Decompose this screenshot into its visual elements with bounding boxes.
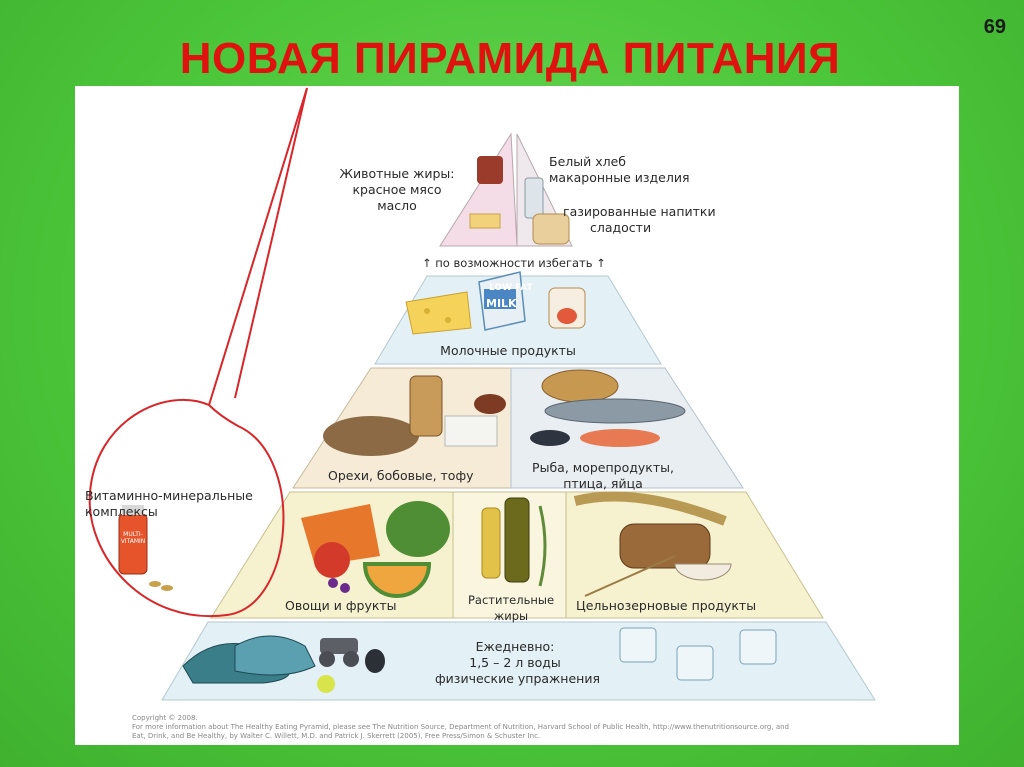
veg-label: Овощи и фрукты	[285, 598, 397, 613]
footer-copyright: Copyright © 2008.	[132, 714, 198, 722]
dairy-label: Молочные продукты	[440, 343, 576, 358]
vitamin-label: Витаминно-минеральные комплексы	[85, 488, 253, 519]
fish-label: Рыба, морепродукты, птица, яйца	[532, 460, 674, 491]
top-right-label-1: Белый хлеб макаронные изделия	[549, 154, 690, 185]
page-title: НОВАЯ ПИРАМИДА ПИТАНИЯ	[179, 34, 841, 83]
pyramid-canvas: Животные жиры: красное мясо масло Белый …	[75, 86, 959, 745]
top-left-label: Животные жиры: красное мясо масло	[339, 166, 455, 213]
avoid-label: ↑ по возможности избегать ↑	[422, 256, 606, 270]
multivitamin-text: MULTI-VITAMIN	[120, 531, 146, 545]
grains-label: Цельнозерновые продукты	[576, 598, 757, 613]
daily-label: Ежедневно: 1,5 – 2 л воды физические упр…	[435, 639, 600, 686]
slide-number: 69	[983, 16, 1006, 38]
vitamin-callout-outline	[88, 87, 308, 618]
footer-line-2: Eat, Drink, and Be Healthy, by Walter C.…	[132, 732, 541, 740]
top-right-label-2: газированные напитки сладости	[563, 204, 716, 235]
nuts-label: Орехи, бобовые, тофу	[328, 468, 474, 483]
oils-label: Растительные жиры	[467, 593, 555, 623]
footer-line-1: For more information about The Healthy E…	[132, 723, 789, 731]
pyramid-graphic	[88, 87, 876, 701]
milk-text: MILK	[486, 297, 517, 310]
low-fat-text: LOW FAT	[489, 283, 533, 293]
vitamin-callout-pointer	[234, 87, 308, 399]
